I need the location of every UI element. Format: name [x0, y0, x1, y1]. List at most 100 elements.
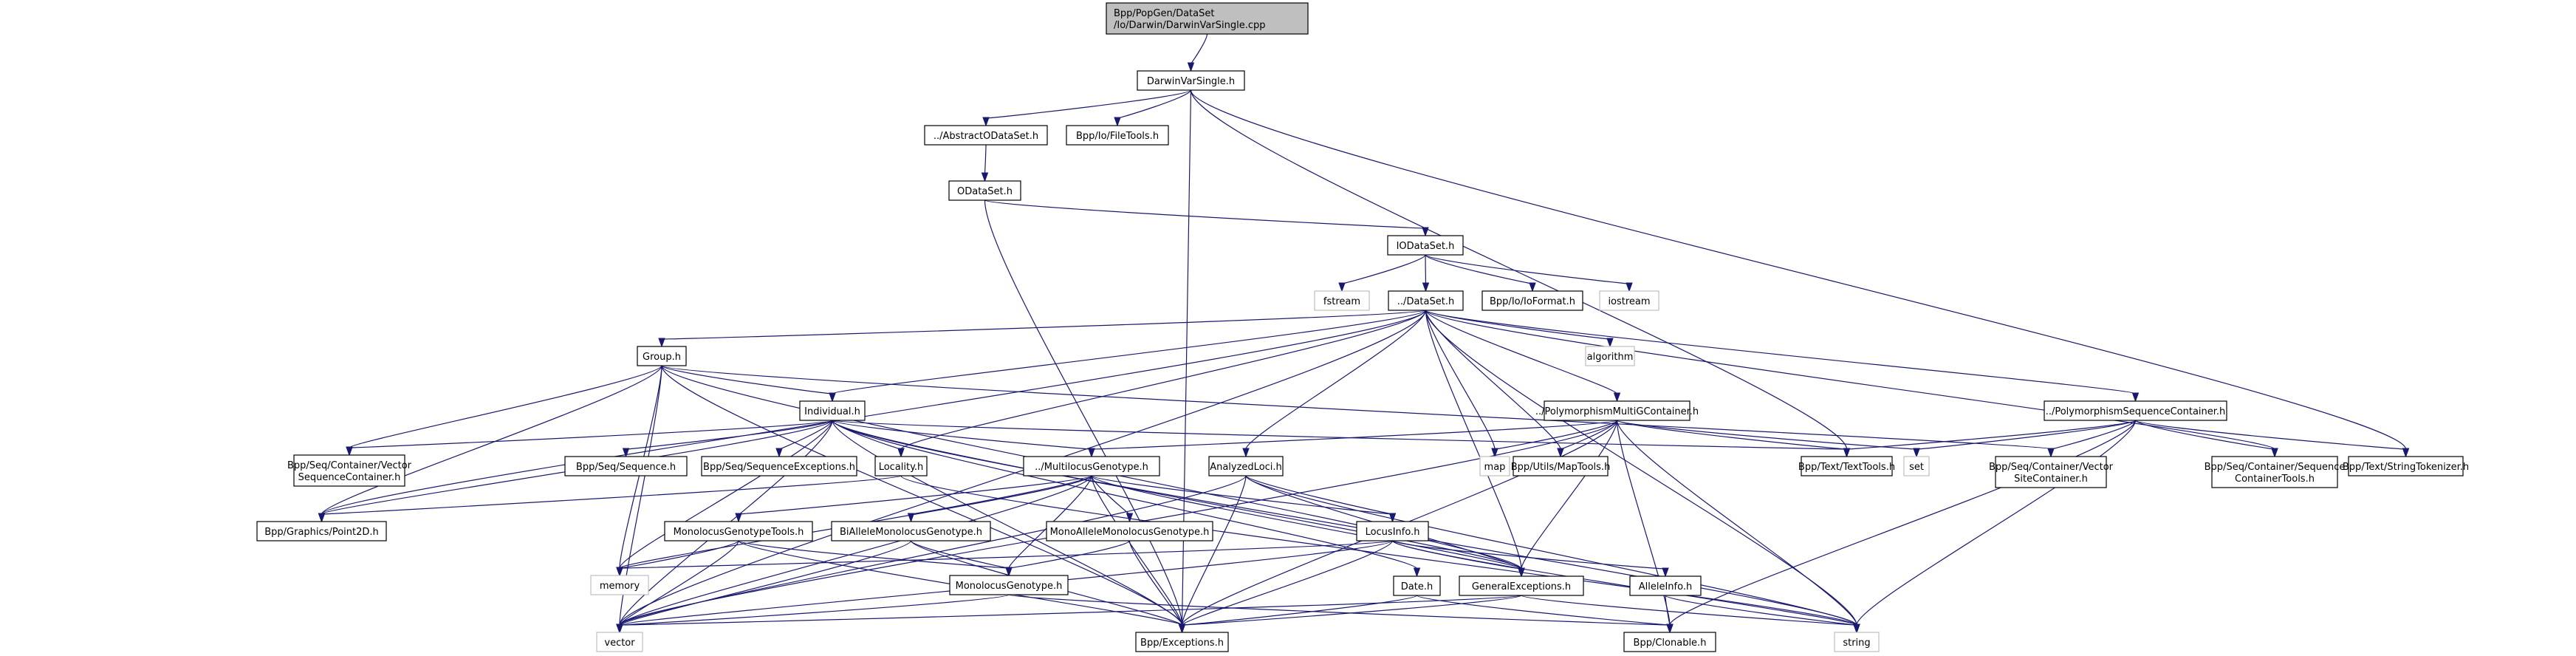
node-label: /Io/Darwin/DarwinVarSingle.cpp — [1114, 20, 1265, 31]
graph-node-clonable[interactable]: Bpp/Clonable.h — [1623, 632, 1716, 652]
graph-node-odataset[interactable]: ODataSet.h — [948, 180, 1021, 201]
dependency-edge — [1425, 254, 1533, 284]
dependency-edge — [1190, 89, 1848, 450]
dependency-edge — [1521, 420, 1618, 570]
graph-node-dataset[interactable]: ../DataSet.h — [1388, 290, 1464, 311]
arrowhead-icon — [1114, 117, 1121, 127]
graph-node-generalexceptions[interactable]: GeneralExceptions.h — [1459, 575, 1584, 596]
graph-node-locusinfo[interactable]: LocusInfo.h — [1356, 521, 1429, 541]
graph-node-seqconttools[interactable]: Bpp/Seq/Container/SequenceContainerTools… — [2205, 456, 2346, 488]
node-label: Group.h — [643, 352, 681, 363]
graph-node-point2d[interactable]: Bpp/Graphics/Point2D.h — [256, 521, 387, 541]
graph-node-seqexceptions[interactable]: Bpp/Seq/SequenceExceptions.h — [701, 456, 857, 476]
dependency-edge — [1181, 89, 1192, 626]
node-label: Bpp/Exceptions.h — [1140, 638, 1224, 649]
dependency-edge — [619, 540, 1394, 569]
dependency-edge — [321, 475, 902, 515]
graph-node-filetools[interactable]: Bpp/Io/FileTools.h — [1066, 125, 1169, 146]
graph-node-root[interactable]: Bpp/PopGen/DataSet/Io/Darwin/DarwinVarSi… — [1106, 2, 1309, 35]
graph-node-darwinvarsingle[interactable]: DarwinVarSingle.h — [1137, 70, 1245, 91]
dependency-edge — [2134, 420, 2407, 450]
dependency-edge — [984, 199, 1426, 229]
arrowhead-icon — [1413, 567, 1421, 578]
arrowhead-icon — [1491, 448, 1498, 458]
arrowhead-icon — [1666, 623, 1674, 634]
dependency-edge — [619, 420, 833, 569]
dependency-edge — [832, 420, 1092, 450]
dependency-edge — [619, 310, 1427, 626]
arrowhead-icon — [1088, 448, 1095, 458]
dependency-edge — [1846, 420, 2137, 450]
dependency-edge — [832, 310, 1427, 394]
graph-node-polyseq[interactable]: ../PolymorphismSequenceContainer.h — [2044, 400, 2227, 421]
node-label: Bpp/Seq/Sequence.h — [576, 462, 676, 473]
node-label: Bpp/Text/TextTools.h — [1798, 462, 1895, 473]
dependency-edge — [984, 144, 987, 174]
dependency-edge — [1425, 310, 1611, 340]
dependency-edge — [1091, 420, 1618, 450]
graph-node-sequence[interactable]: Bpp/Seq/Sequence.h — [564, 456, 688, 476]
arrowhead-icon — [1529, 282, 1536, 293]
graph-node-stringtokenizer[interactable]: Bpp/Text/StringTokenizer.h — [2343, 456, 2469, 476]
dependency-edge — [1245, 475, 1857, 626]
dependency-edge — [832, 420, 1857, 626]
dependency-edge — [1425, 254, 1630, 284]
arrowhead-icon — [1613, 392, 1621, 403]
dependency-edge — [349, 420, 833, 448]
node-label: Locality.h — [879, 462, 924, 473]
graph-node-vectorseqcont[interactable]: Bpp/Seq/Container/VectorSequenceContaine… — [287, 454, 412, 487]
dependency-edge — [1425, 310, 1522, 570]
node-box — [948, 180, 1021, 201]
node-label: SiteContainer.h — [2014, 474, 2088, 485]
dependency-edge — [661, 310, 1427, 340]
graph-node-abstractodataset[interactable]: ../AbstractODataSet.h — [924, 125, 1048, 146]
arrowhead-icon — [981, 172, 989, 182]
graph-node-iodataset[interactable]: IODataSet.h — [1387, 235, 1464, 256]
graph-node-alleleinfo[interactable]: AlleleInfo.h — [1629, 575, 1702, 596]
node-label: Bpp/Seq/Container/Sequence — [2205, 462, 2346, 473]
graph-node-group[interactable]: Group.h — [637, 346, 687, 366]
graph-node-texttools[interactable]: Bpp/Text/TextTools.h — [1798, 456, 1895, 476]
arrowhead-icon — [897, 448, 905, 458]
graph-node-locality[interactable]: Locality.h — [874, 456, 928, 476]
node-box — [1479, 456, 1510, 476]
dependency-edge — [1008, 594, 1671, 626]
graph-node-monolocusgenotypetools[interactable]: MonolocusGenotypeTools.h — [664, 521, 813, 541]
dependency-edge — [349, 365, 662, 448]
dependency-edge — [1416, 595, 1671, 626]
dependency-edge — [661, 365, 833, 394]
node-label: Bpp/Io/IoFormat.h — [1490, 296, 1575, 307]
arrowhead-icon — [2131, 392, 2140, 403]
node-label: iostream — [1608, 296, 1650, 307]
graph-node-analyzedloci[interactable]: AnalyzedLoci.h — [1208, 456, 1284, 476]
node-box — [1388, 290, 1464, 311]
graph-node-monoallele[interactable]: MonoAlleleMonolocusGenotype.h — [1046, 521, 1213, 541]
graph-node-polymultig[interactable]: ../PolymorphismMultiGContainer.h — [1535, 400, 1699, 421]
node-label: ../MultilocusGenotype.h — [1035, 462, 1148, 473]
dependency-edge — [1425, 310, 1561, 450]
graph-node-exceptions[interactable]: Bpp/Exceptions.h — [1135, 632, 1229, 652]
node-label: AnalyzedLoci.h — [1210, 462, 1282, 473]
graph-node-date[interactable]: Date.h — [1393, 575, 1441, 596]
arrowhead-icon — [616, 623, 623, 634]
dependency-edge — [738, 475, 1092, 515]
graph-node-maptools[interactable]: Bpp/Utils/MapTools.h — [1511, 456, 1611, 476]
graph-node-individual[interactable]: Individual.h — [799, 400, 866, 421]
node-box — [1208, 456, 1284, 476]
node-label: ODataSet.h — [957, 186, 1013, 197]
dependency-edge — [1391, 540, 1666, 570]
graph-node-multilocusgenotype[interactable]: ../MultilocusGenotype.h — [1023, 456, 1160, 476]
arrowhead-icon — [1626, 282, 1633, 293]
arrowhead-icon — [1662, 567, 1669, 578]
node-label: algorithm — [1587, 352, 1634, 363]
dependency-edge — [1181, 595, 1522, 626]
graph-node-biallele[interactable]: BiAlleleMonolocusGenotype.h — [831, 521, 991, 541]
node-box — [1023, 456, 1160, 476]
graph-node-monolocusgenotype[interactable]: MonolocusGenotype.h — [949, 575, 1069, 595]
arrowhead-icon — [1422, 227, 1429, 237]
graph-node-ioformat[interactable]: Bpp/Io/IoFormat.h — [1481, 290, 1583, 311]
arrowhead-icon — [2271, 448, 2278, 458]
dependency-edge — [738, 540, 1010, 569]
